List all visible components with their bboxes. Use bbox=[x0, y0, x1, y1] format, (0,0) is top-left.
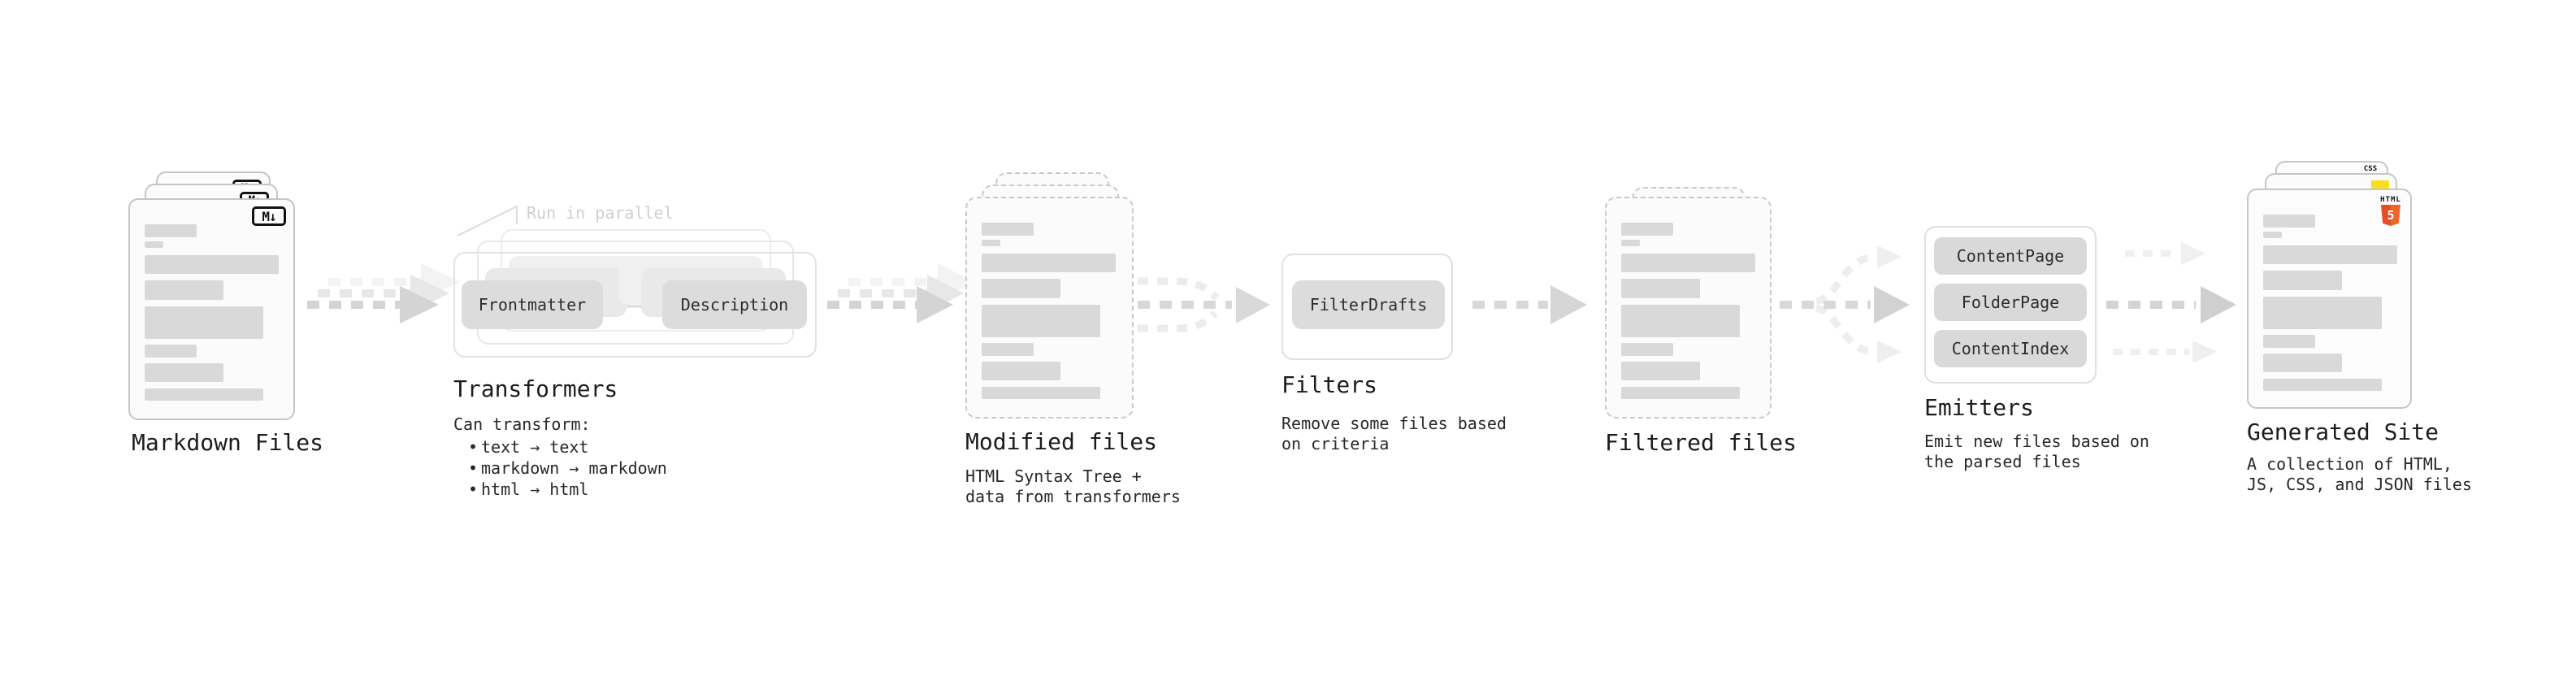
transformers-capability-list: • text → text • markdown → markdown • ht… bbox=[453, 436, 667, 500]
stage-title-filtered-files: Filtered files bbox=[1605, 429, 1798, 456]
javascript-icon bbox=[2371, 180, 2389, 191]
transformers-subtitle: Can transform: bbox=[453, 414, 591, 434]
arrow-transformers-to-modified-icon bbox=[827, 263, 974, 323]
document-placeholder-lines bbox=[2263, 215, 2397, 391]
arrow-modified-to-filters-icon bbox=[1138, 277, 1270, 332]
stage-title-modified-files: Modified files bbox=[965, 428, 1158, 455]
list-item-label: text → text bbox=[481, 437, 589, 457]
list-item: • text → text bbox=[453, 436, 667, 458]
stage-title-transformers: Transformers bbox=[453, 375, 618, 402]
subtitle-line: JS, CSS, and JSON files bbox=[2247, 475, 2472, 494]
arrow-filters-to-filtered-icon bbox=[1472, 285, 1587, 324]
stage-title-generated-site: Generated Site bbox=[2247, 419, 2439, 445]
subtitle-line: A collection of HTML, bbox=[2247, 454, 2452, 474]
bullet-icon: • bbox=[467, 458, 479, 478]
html5-number: 5 bbox=[2387, 208, 2395, 223]
html5-shield-icon: 5 bbox=[2381, 205, 2400, 226]
document-placeholder-lines bbox=[1621, 223, 1755, 399]
modified-files-subtitle: HTML Syntax Tree + data from transformer… bbox=[965, 466, 1181, 507]
subtitle-line: data from transformers bbox=[965, 487, 1181, 506]
arrow-markdown-to-transformers-icon bbox=[307, 263, 460, 323]
annotation-leader-line bbox=[457, 205, 518, 236]
list-item-label: html → html bbox=[481, 479, 589, 499]
markdown-icon: M↓ bbox=[252, 206, 286, 226]
transformer-box-frontmatter: Frontmatter bbox=[462, 280, 603, 329]
arrow-emitters-to-generated-icon bbox=[2106, 242, 2236, 363]
markdown-file-card-front: M↓ bbox=[128, 198, 295, 420]
filters-container bbox=[1281, 254, 1453, 360]
document-placeholder-lines bbox=[145, 224, 279, 401]
modified-file-card-front bbox=[965, 197, 1134, 419]
html5-icon-label: HTML bbox=[2380, 196, 2401, 204]
filtered-file-card-front bbox=[1605, 197, 1772, 419]
css-icon-label: CSS bbox=[2363, 165, 2378, 173]
stage-title-filters: Filters bbox=[1281, 371, 1378, 398]
html5-icon: HTML 5 bbox=[2380, 196, 2401, 226]
list-item: • html → html bbox=[453, 479, 667, 500]
run-in-parallel-annotation: Run in parallel bbox=[527, 203, 674, 223]
subtitle-line: Emit new files based on bbox=[1924, 432, 2149, 451]
bullet-icon: • bbox=[467, 479, 479, 499]
generated-file-card-front: HTML 5 bbox=[2247, 189, 2412, 409]
filter-box-filterdrafts: FilterDrafts bbox=[1292, 280, 1445, 329]
filters-subtitle: Remove some files based on criteria bbox=[1281, 414, 1507, 454]
subtitle-line: the parsed files bbox=[1924, 452, 2081, 471]
arrow-filtered-to-emitters-icon bbox=[1780, 245, 1910, 363]
stage-title-markdown-files: Markdown Files bbox=[132, 429, 324, 456]
bullet-icon: • bbox=[467, 437, 479, 457]
generated-site-subtitle: A collection of HTML, JS, CSS, and JSON … bbox=[2247, 454, 2472, 495]
emitter-box-folderpage: FolderPage bbox=[1934, 284, 2087, 321]
emitters-container bbox=[1924, 226, 2097, 384]
transformer-layer-front bbox=[453, 252, 817, 358]
stage-title-emitters: Emitters bbox=[1924, 394, 2034, 421]
subtitle-line: HTML Syntax Tree + bbox=[965, 466, 1142, 486]
emitter-box-contentindex: ContentIndex bbox=[1934, 330, 2087, 367]
transformer-box-description: Description bbox=[662, 280, 807, 329]
subtitle-line: on criteria bbox=[1281, 434, 1390, 453]
list-item: • markdown → markdown bbox=[453, 458, 667, 479]
list-item-label: markdown → markdown bbox=[481, 458, 667, 478]
emitters-subtitle: Emit new files based on the parsed files bbox=[1924, 432, 2149, 472]
subtitle-line: Remove some files based bbox=[1281, 414, 1507, 433]
document-placeholder-lines bbox=[982, 223, 1116, 399]
emitter-box-contentpage: ContentPage bbox=[1934, 237, 2087, 275]
